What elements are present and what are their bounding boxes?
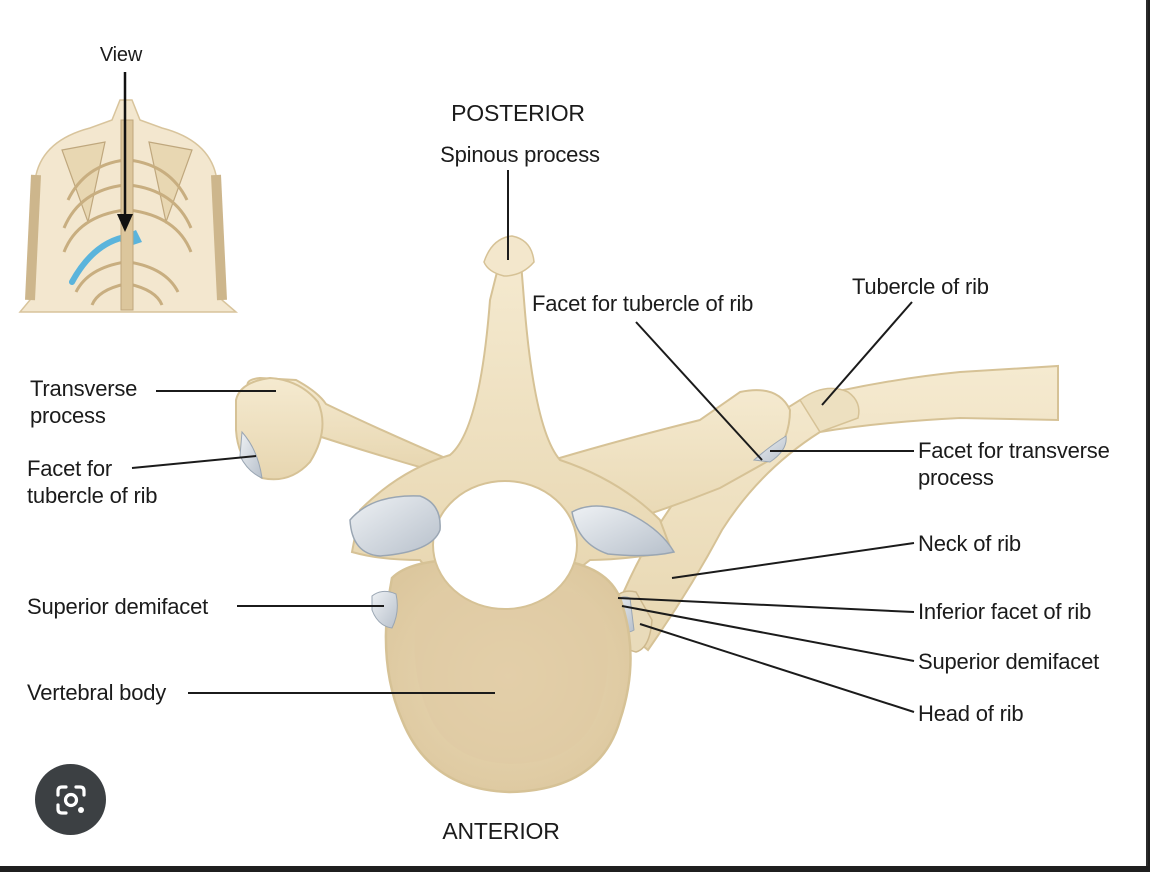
vertebra — [235, 235, 792, 794]
inset-right-arm — [211, 174, 227, 301]
label-tubercle-of-rib: Tubercle of rib — [852, 274, 989, 299]
label-spinous-process: Spinous process — [440, 142, 600, 167]
leader-facet-tubercle-top — [635, 321, 763, 461]
leader-tubercle-of-rib — [821, 301, 913, 406]
visual-search-icon — [55, 784, 86, 815]
label-head-of-rib: Head of rib — [918, 701, 1024, 726]
label-transverse-process: Transverse process — [30, 376, 138, 428]
visual-search-button[interactable] — [35, 764, 106, 835]
leader-head-of-rib — [639, 623, 915, 713]
label-inferior-facet-of-rib: Inferior facet of rib — [918, 599, 1092, 624]
label-superior-demifacet-left: Superior demifacet — [27, 594, 209, 619]
leader-facet-tubercle-left — [131, 455, 257, 469]
facet-tubercle-left — [239, 430, 263, 479]
leader-neck-of-rib — [671, 542, 915, 579]
leader-inferior-facet — [617, 597, 915, 613]
label-vertebral-body: Vertebral body — [27, 680, 167, 705]
vertebral-body-inner — [414, 588, 608, 764]
superior-articular-facet-left — [349, 495, 441, 557]
orientation-posterior: POSTERIOR — [451, 100, 585, 126]
thoracic-inset — [18, 72, 239, 313]
label-facet-tubercle-left: Facet for tubercle of rib — [27, 456, 158, 508]
label-facet-tubercle-top: Facet for tubercle of rib — [532, 291, 754, 316]
rib-tubercle — [798, 387, 860, 433]
inset-ribs — [62, 158, 193, 306]
orientation-anterior: ANTERIOR — [442, 818, 560, 844]
facet-tubercle-right — [752, 435, 787, 463]
superior-demifacet-left-shape — [371, 590, 398, 629]
inset-view-arrow-head — [117, 214, 133, 232]
leader-lines — [131, 170, 915, 713]
superior-articular-facet-right — [571, 505, 676, 557]
leader-superior-demifacet-right — [621, 605, 915, 662]
inset-left-arm — [25, 174, 41, 301]
label-superior-demifacet-right: Superior demifacet — [918, 649, 1100, 674]
label-neck-of-rib: Neck of rib — [918, 531, 1021, 556]
label-facet-transverse: Facet for transverse process — [918, 438, 1110, 490]
inset-view-label: View — [99, 44, 143, 66]
vertebral-foramen — [432, 480, 578, 610]
